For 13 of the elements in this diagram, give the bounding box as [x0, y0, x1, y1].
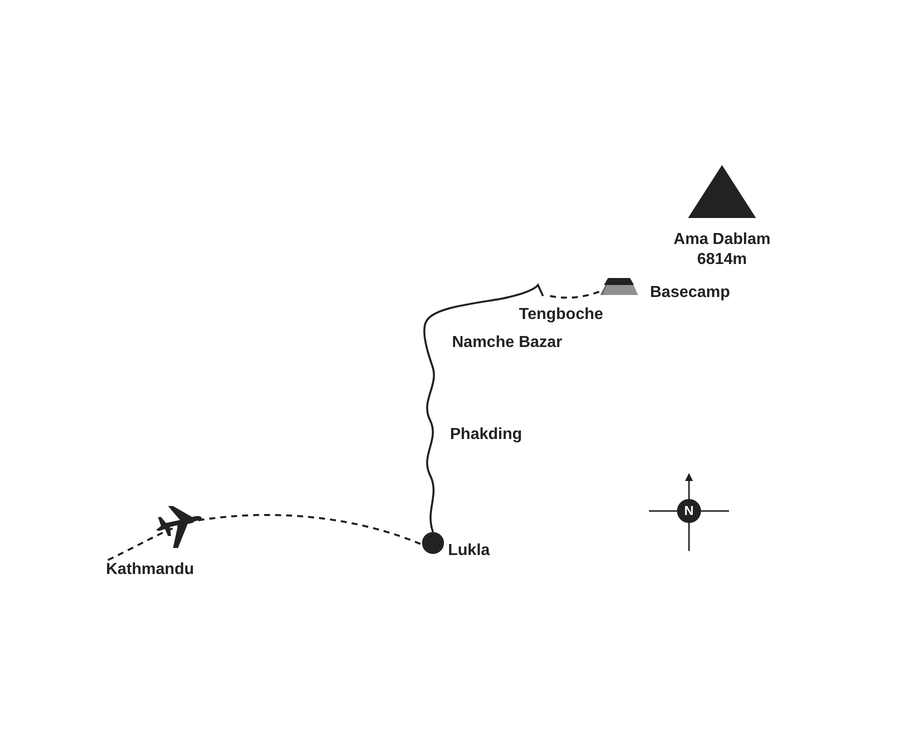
town-dot — [422, 532, 444, 554]
place-label: Basecamp — [650, 283, 730, 303]
place-label: Namche Bazar — [452, 333, 562, 353]
place-label: Phakding — [450, 425, 522, 445]
place-label: Lukla — [448, 541, 490, 561]
tent-icon — [600, 278, 638, 296]
compass-letter: N — [683, 502, 695, 520]
place-label: Kathmandu — [106, 560, 194, 580]
peak-label: Ama Dablam 6814m — [672, 230, 772, 270]
trail-route — [423, 284, 544, 532]
dashed-route — [550, 290, 602, 299]
dashed-route — [108, 514, 424, 561]
place-label: Tengboche — [519, 305, 604, 325]
